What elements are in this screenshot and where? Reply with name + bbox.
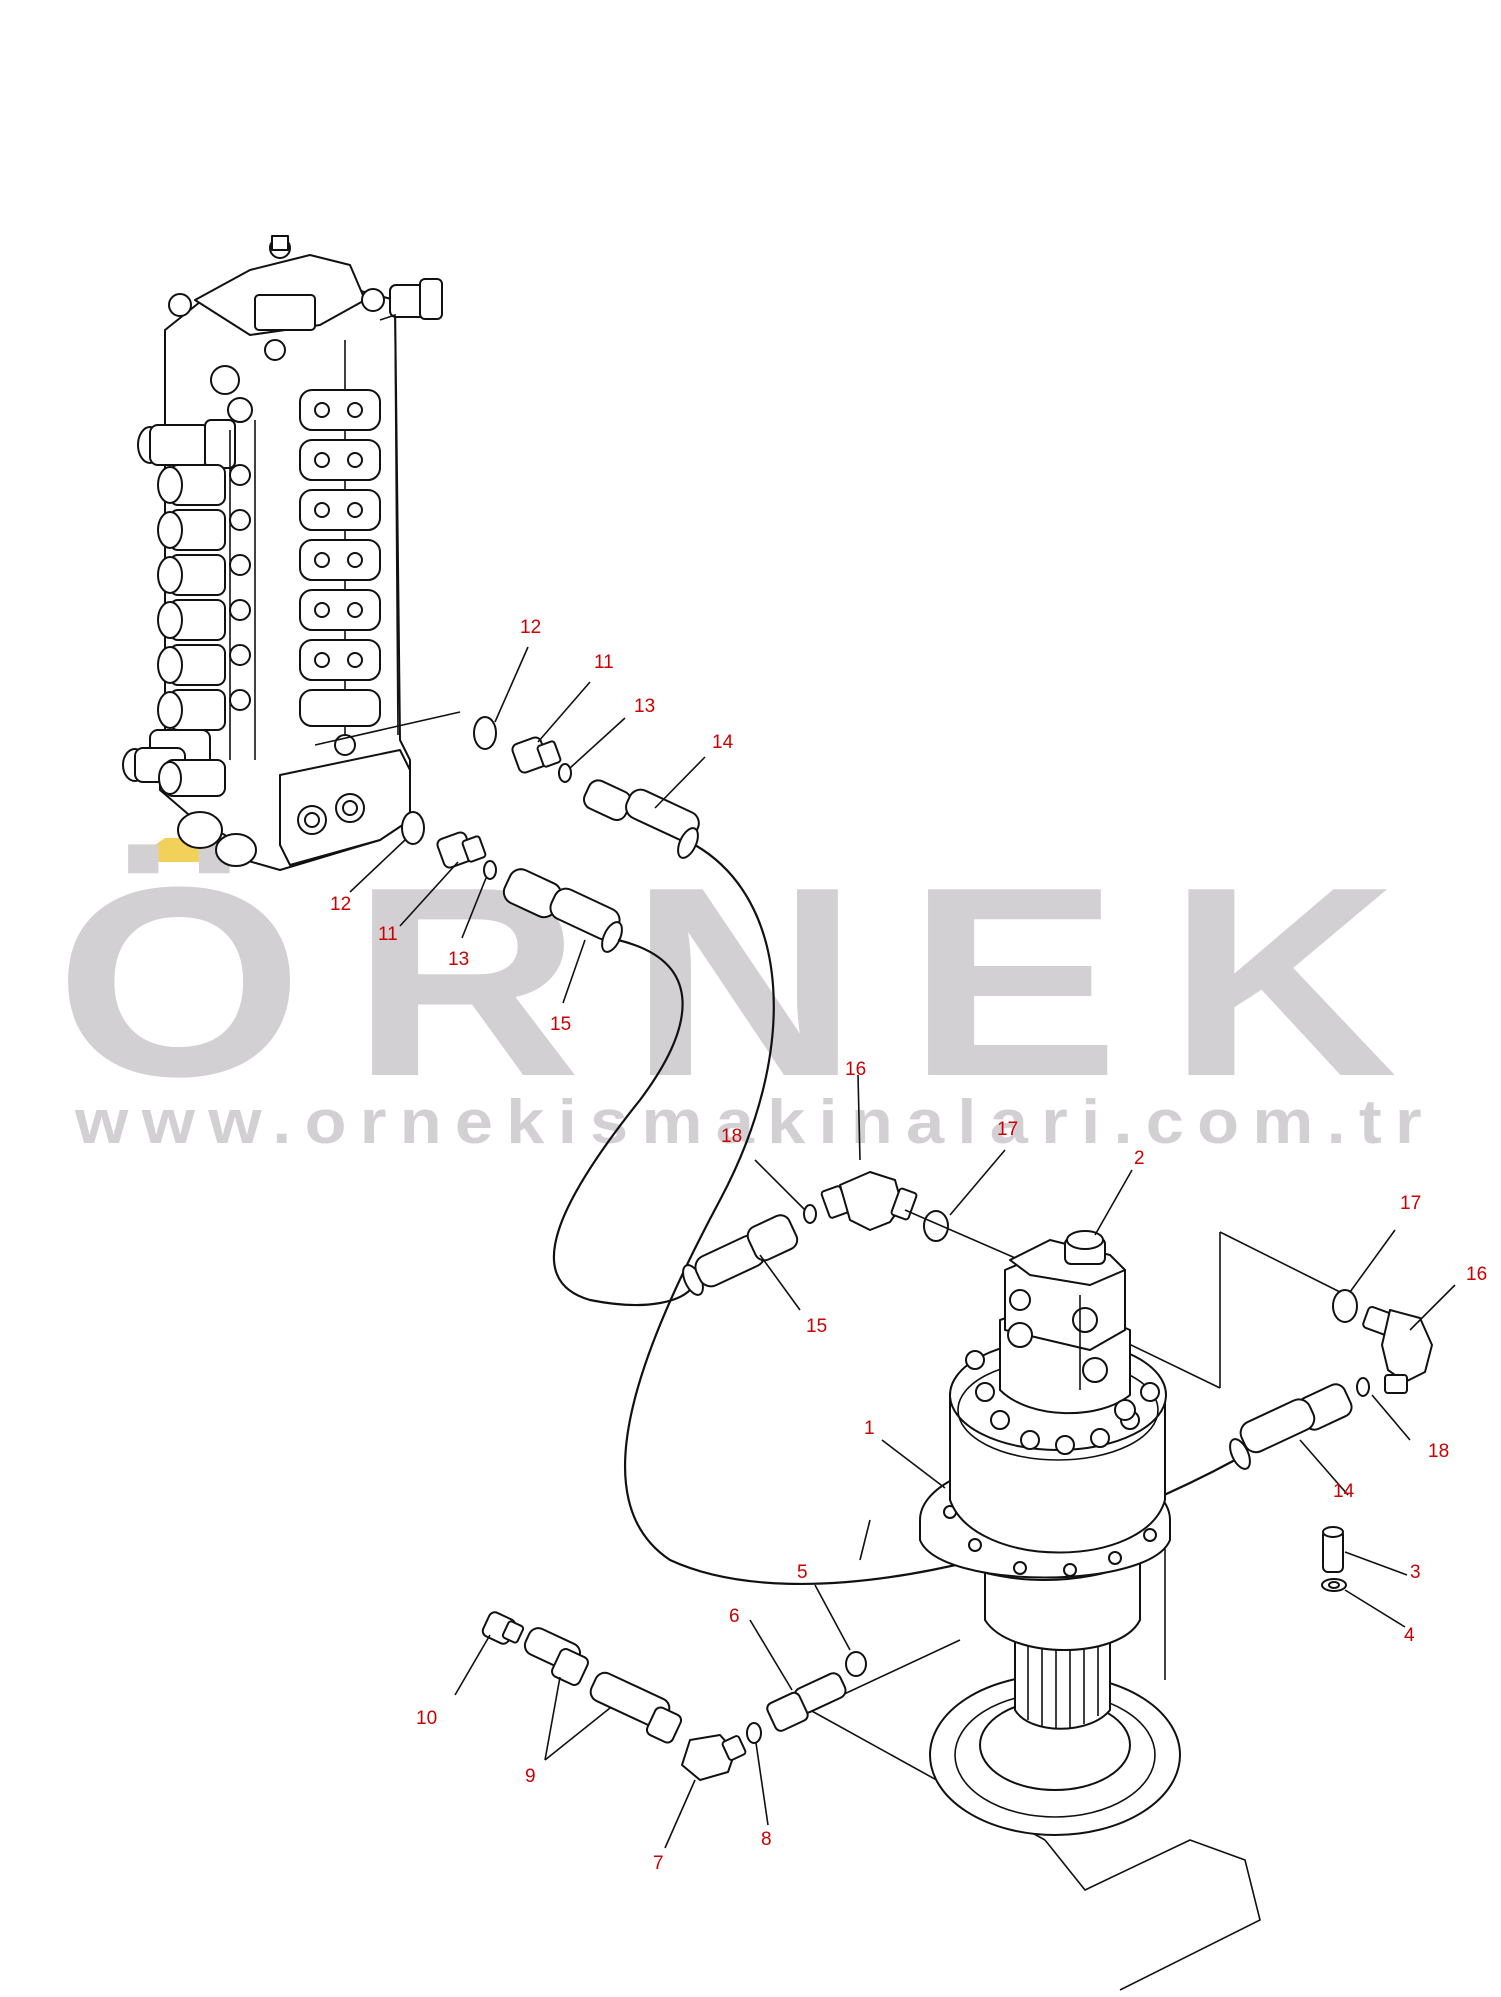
callout-labels: 12 11 13 14 12 11 13 15 16 18 17 2 15 17… [330, 617, 1487, 1874]
upper-fitting-row [473, 716, 700, 859]
callout-16: 16 [1466, 1264, 1487, 1285]
swing-motor-assembly [809, 1230, 1261, 1991]
adapter-11-upper [511, 736, 562, 774]
callout-5: 5 [797, 1562, 808, 1583]
callout-11: 11 [378, 924, 398, 945]
callout-6: 6 [729, 1606, 740, 1627]
callout-12: 12 [520, 617, 541, 638]
callout-16: 16 [845, 1059, 866, 1080]
callout-15: 15 [806, 1316, 827, 1337]
watermark: ÖRNEK www.ornekismakinalari.com.tr [55, 832, 1445, 1157]
hose-9 [523, 1627, 683, 1744]
callout-2: 2 [1134, 1148, 1145, 1169]
elbow-16-right [1362, 1306, 1433, 1394]
o-ring-18-middle [803, 1204, 817, 1224]
middle-fitting-group [682, 1171, 1021, 1296]
callout-12: 12 [330, 894, 351, 915]
watermark-brand: ÖRNEK [55, 832, 1445, 1133]
o-ring-12-lower [401, 811, 425, 845]
right-fitting-group [1099, 1231, 1433, 1470]
callout-14: 14 [1333, 1481, 1355, 1502]
o-ring-13-lower [483, 860, 497, 880]
hose-fitting-14-lower [1229, 1383, 1353, 1470]
callout-9: 9 [525, 1766, 536, 1787]
adapter-11-lower [436, 831, 487, 869]
callout-13: 13 [634, 696, 655, 717]
callout-7: 7 [653, 1853, 664, 1874]
callout-10: 10 [416, 1708, 437, 1729]
drain-line-assembly [481, 1611, 867, 1781]
cap-10 [481, 1611, 525, 1645]
washer-5 [845, 1651, 867, 1677]
callout-13: 13 [448, 949, 469, 970]
lower-fitting-row [401, 811, 623, 953]
o-ring-18-right [1356, 1377, 1370, 1397]
control-valve-assembly [122, 235, 461, 871]
valve-spools [122, 365, 381, 797]
callout-4: 4 [1404, 1625, 1415, 1646]
bolt-and-washer [1321, 1526, 1347, 1592]
hose-fitting-14-upper [583, 779, 700, 859]
o-ring-17-right [1332, 1289, 1358, 1323]
nipple-6 [766, 1672, 847, 1732]
o-ring-17-middle [923, 1210, 949, 1242]
hose-15 [552, 938, 691, 1307]
callout-15: 15 [550, 1014, 571, 1035]
o-ring-13-upper [558, 763, 572, 783]
elbow-16-middle [820, 1171, 918, 1231]
callout-18: 18 [721, 1126, 742, 1147]
callout-3: 3 [1410, 1562, 1421, 1583]
elbow-7 [681, 1734, 747, 1781]
o-ring-12-upper [473, 716, 497, 750]
callout-17: 17 [1400, 1193, 1421, 1214]
hose-fitting-15-lower [682, 1214, 799, 1296]
callout-17: 17 [997, 1119, 1018, 1140]
watermark-url: www.ornekismakinalari.com.tr [74, 1088, 1435, 1157]
callout-18: 18 [1428, 1441, 1449, 1462]
o-ring-8 [746, 1722, 762, 1744]
callout-8: 8 [761, 1829, 772, 1850]
callout-11: 11 [594, 652, 614, 673]
callout-1: 1 [864, 1418, 875, 1439]
callout-14: 14 [712, 732, 734, 753]
hose-fitting-15-upper [502, 868, 623, 953]
leader-lines [349, 646, 1456, 1849]
